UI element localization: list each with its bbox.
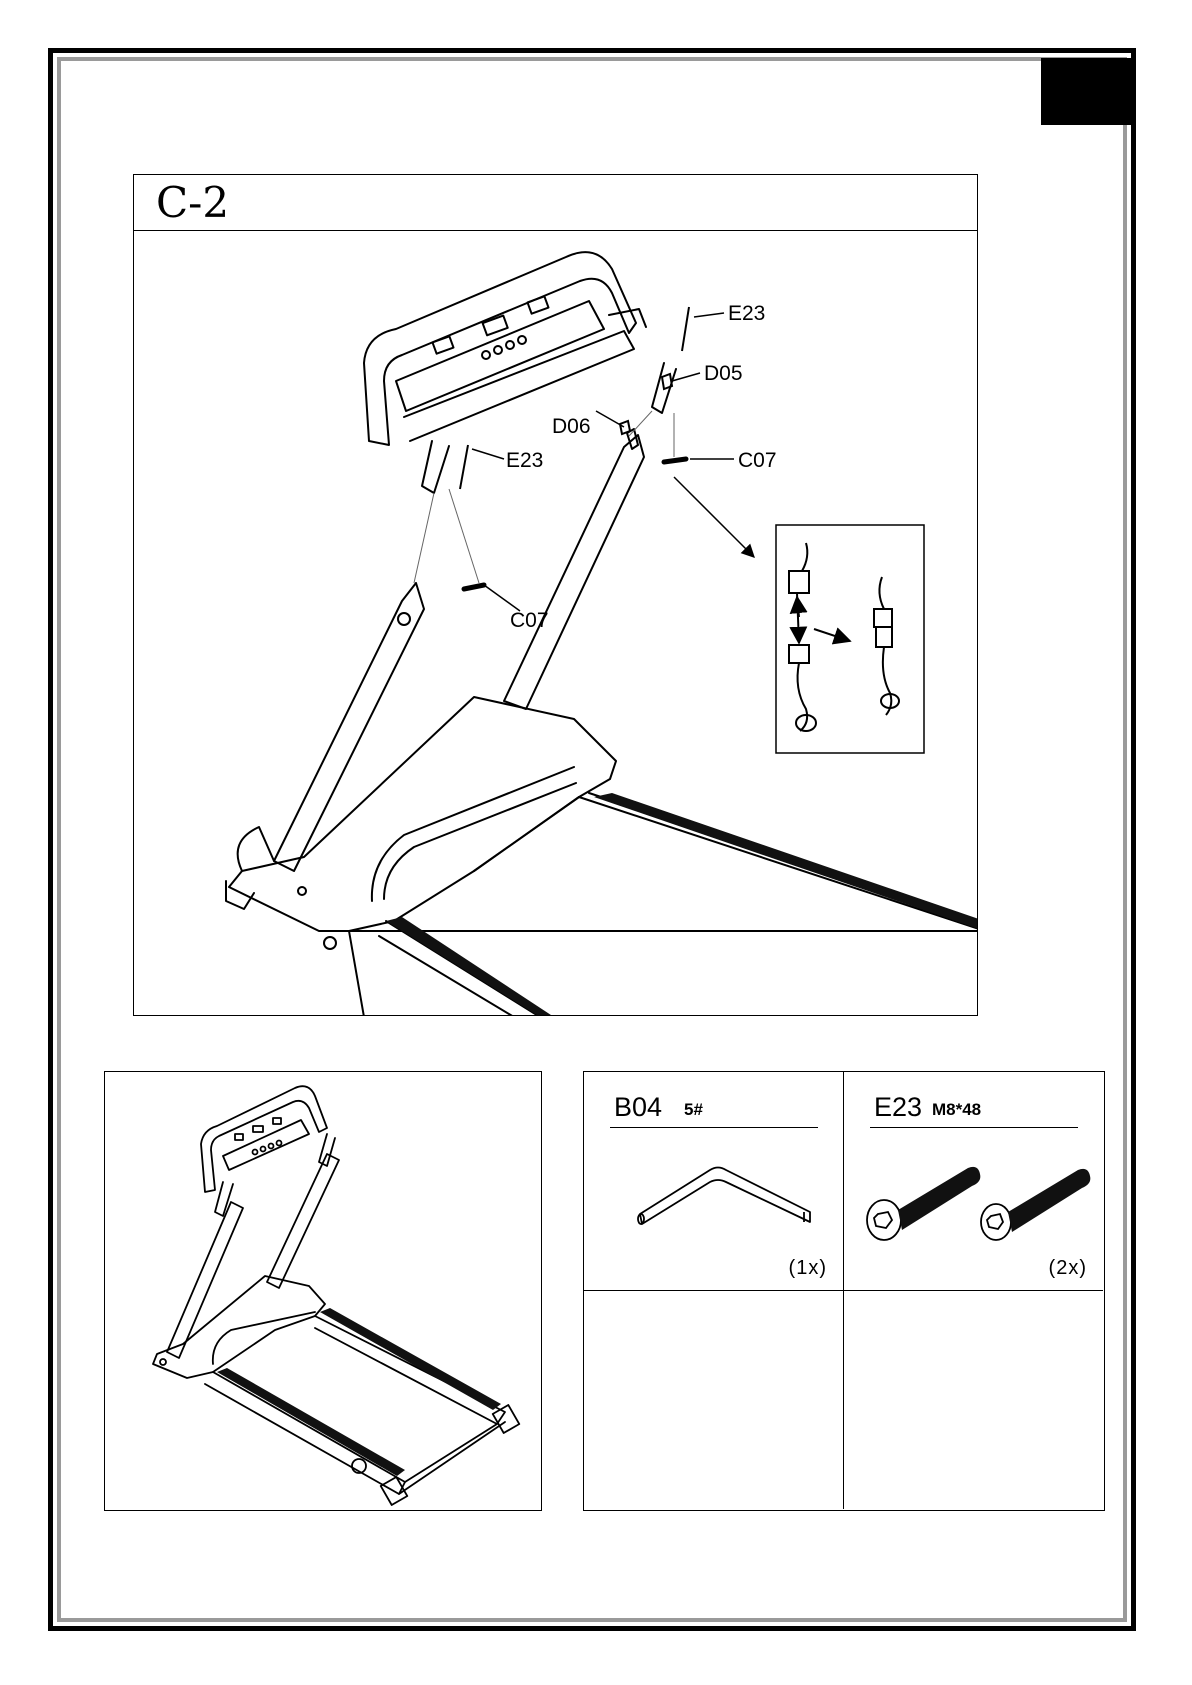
- part-quantity: (1x): [789, 1257, 827, 1280]
- part-code: E23: [874, 1092, 922, 1123]
- step-header: C-2: [134, 175, 977, 231]
- part-cell-b04: B04 5# (1x): [584, 1072, 844, 1291]
- callout-c07-right: C07: [738, 449, 777, 472]
- treadmill-overview-illustration: [105, 1072, 542, 1511]
- overview-panel: [104, 1071, 542, 1511]
- callout-d06: D06: [552, 415, 591, 438]
- bolt-icon: [844, 1132, 1103, 1252]
- page-corner-tab: [1041, 58, 1132, 125]
- part-size: 5#: [684, 1100, 703, 1120]
- part-quantity: (2x): [1049, 1257, 1087, 1280]
- part-divider: [870, 1127, 1078, 1128]
- part-code: B04: [614, 1092, 662, 1123]
- step-panel: C-2: [133, 174, 978, 1016]
- hex-key-icon: [584, 1132, 844, 1252]
- callout-e23-left: E23: [506, 449, 543, 472]
- parts-table: B04 5# (1x) E23 M8*48: [583, 1071, 1105, 1511]
- part-size: M8*48: [932, 1100, 981, 1120]
- part-cell-e23: E23 M8*48 (2x): [844, 1072, 1103, 1291]
- step-title: C-2: [156, 179, 229, 227]
- assembly-drawing: E23 D05 D06 C07 E23 C07: [134, 231, 978, 1016]
- callout-c07-left: C07: [510, 609, 549, 632]
- callout-d05: D05: [704, 362, 743, 385]
- part-cell-empty: [584, 1291, 844, 1509]
- part-divider: [610, 1127, 818, 1128]
- part-cell-empty: [844, 1291, 1103, 1509]
- callout-e23-right: E23: [728, 302, 765, 325]
